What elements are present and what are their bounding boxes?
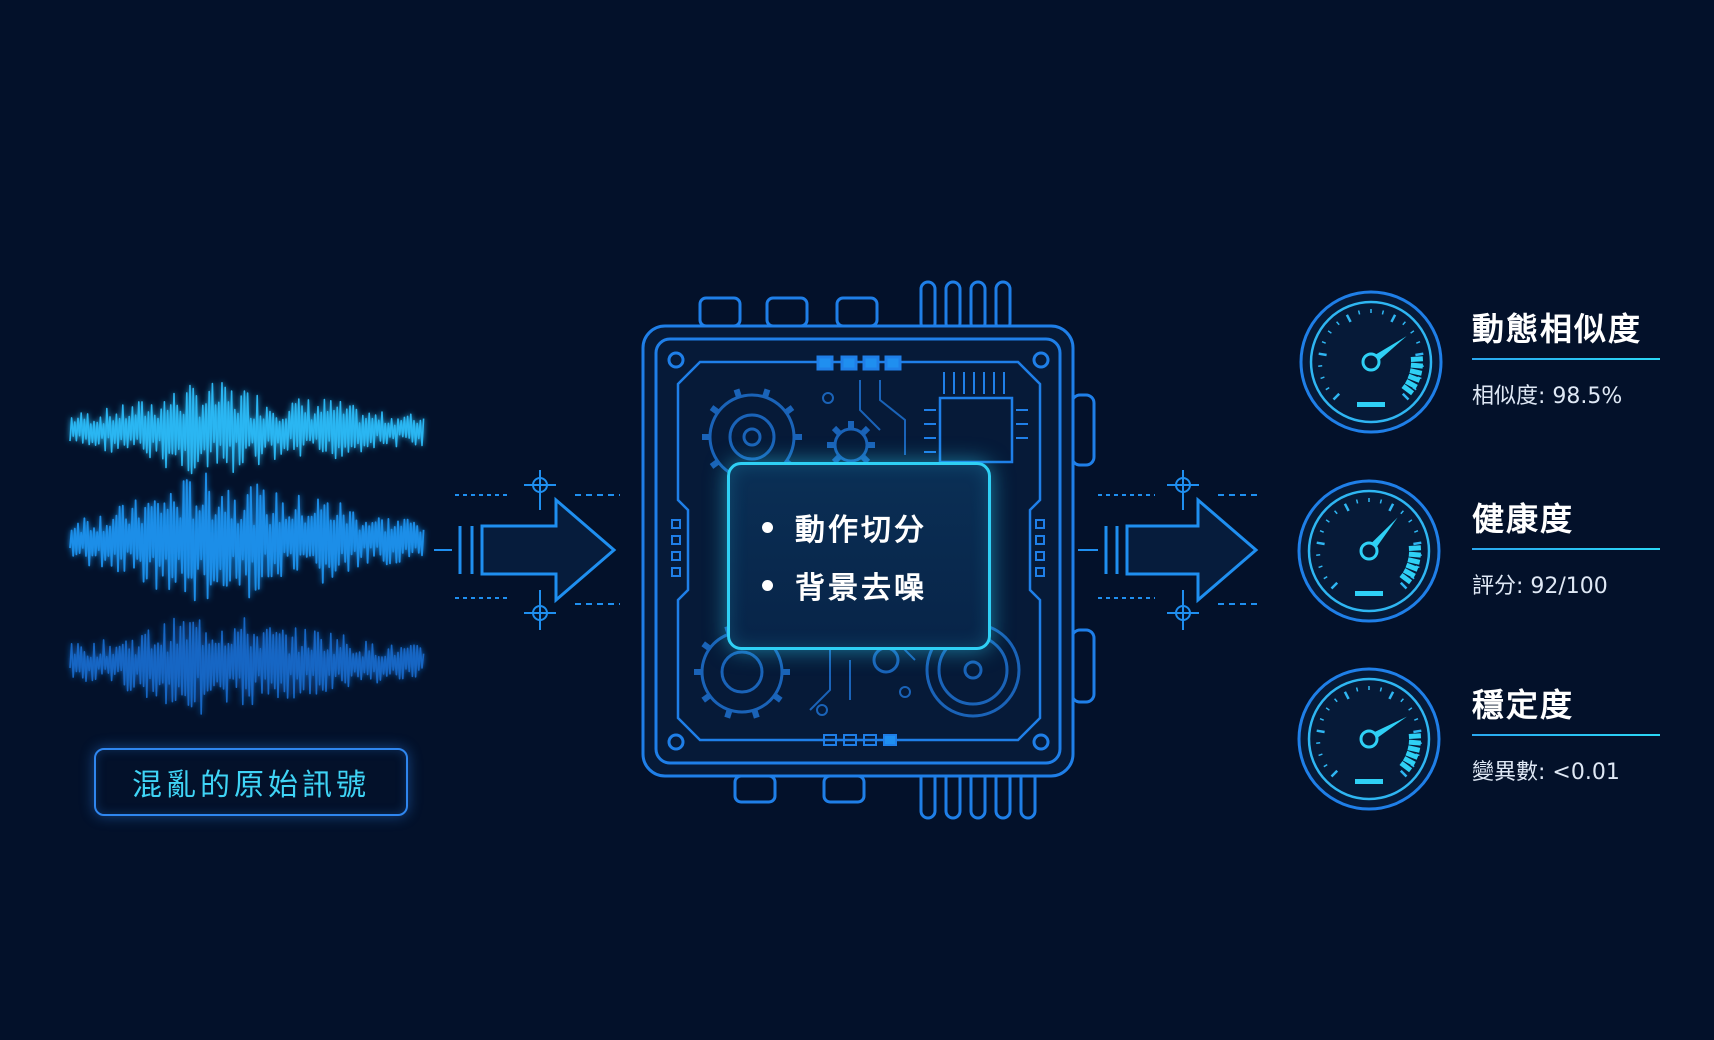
input-arrow-icon (434, 470, 620, 630)
metric-divider (1472, 358, 1660, 360)
metric-title: 健康度 (1472, 500, 1575, 538)
waveform-top (69, 382, 425, 475)
metric-gauges (1297, 290, 1443, 811)
speedometer-gauge-icon (1299, 290, 1443, 434)
processing-item: 背景去噪 (762, 556, 988, 614)
metric-title: 穩定度 (1472, 686, 1575, 724)
metric-value: 相似度: 98.5% (1472, 384, 1623, 409)
metric-title: 動態相似度 (1472, 310, 1643, 348)
metric-health: 健康度 評分: 92/100 (1472, 496, 1660, 600)
raw-signal-label-text: 混亂的原始訊號 (132, 768, 370, 803)
metric-divider (1472, 548, 1660, 550)
processing-item: 動作切分 (762, 498, 988, 556)
raw-signal-label: 混亂的原始訊號 (94, 748, 408, 816)
output-arrow-icon (1078, 470, 1262, 630)
raw-signal-waveforms (69, 382, 425, 715)
metric-stability: 穩定度 變異數: <0.01 (1472, 682, 1660, 786)
processing-item-label: 動作切分 (795, 513, 927, 548)
waveform-middle (69, 472, 425, 602)
metric-dynamic-similarity: 動態相似度 相似度: 98.5% (1472, 306, 1660, 410)
waveform-bottom (69, 617, 425, 715)
speedometer-gauge-icon (1297, 479, 1441, 623)
metric-value: 評分: 92/100 (1472, 574, 1608, 599)
bullet-icon (762, 521, 773, 533)
processing-panel: 動作切分 背景去噪 (727, 462, 991, 650)
metric-value: 變異數: <0.01 (1472, 760, 1620, 785)
processing-item-label: 背景去噪 (795, 571, 927, 606)
speedometer-gauge-icon (1297, 667, 1441, 811)
metric-divider (1472, 734, 1660, 736)
bullet-icon (762, 579, 773, 591)
